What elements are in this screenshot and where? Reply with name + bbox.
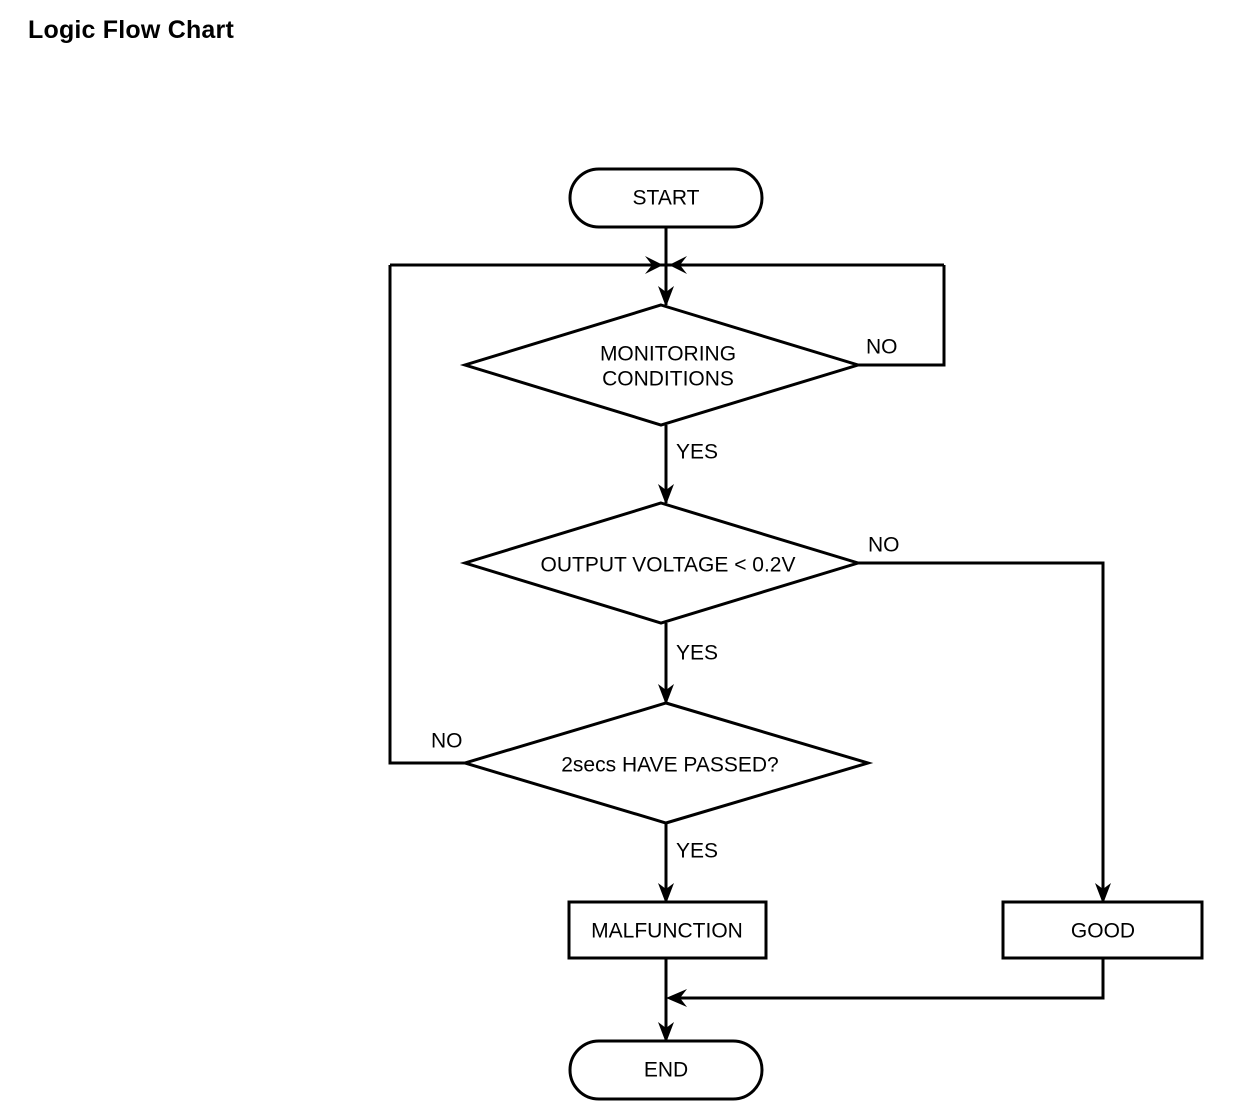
node-end[interactable]: END: [568, 1039, 764, 1101]
good-label: GOOD: [1071, 920, 1135, 943]
voltage-label: OUTPUT VOLTAGE < 0.2V: [541, 554, 796, 577]
arrowhead-into-good: [1095, 883, 1111, 904]
arrowhead-into-malfunction: [658, 883, 674, 904]
node-monitoring-conditions[interactable]: MONITORING CONDITIONS: [459, 303, 864, 427]
edge-monitoring-no: [858, 265, 946, 367]
node-output-voltage[interactable]: OUTPUT VOLTAGE < 0.2V: [459, 501, 864, 625]
arrowhead-into-timer: [658, 684, 674, 705]
arrowhead-junction-from-left: [645, 256, 663, 274]
malfunction-shape: [567, 900, 768, 960]
node-malfunction[interactable]: MALFUNCTION: [567, 900, 768, 960]
node-layer: START MONITORING CONDITIONS OUTPUT VOLTA…: [459, 167, 1204, 1101]
start-label: START: [633, 187, 700, 210]
arrowhead-into-end: [658, 1022, 674, 1043]
edge-voltage-no: [858, 561, 1105, 902]
node-good[interactable]: GOOD: [1001, 900, 1204, 960]
good-shape: [1001, 900, 1204, 960]
page-title: Logic Flow Chart: [28, 16, 234, 44]
edge-label-timer-yes: YES: [676, 840, 718, 863]
edge-label-monitoring-no: NO: [866, 336, 898, 359]
arrowhead-into-voltage: [658, 484, 674, 505]
node-timer-check[interactable]: 2secs HAVE PASSED?: [459, 701, 874, 825]
monitoring-label-line1: MONITORING: [600, 343, 736, 366]
edge-timer-no: [388, 265, 465, 765]
edge-label-layer: NO YES NO YES NO YES: [431, 336, 900, 863]
edge-label-voltage-no: NO: [868, 534, 900, 557]
arrowhead-junction-from-right: [669, 256, 687, 274]
arrowhead-merge-into-end-line: [666, 989, 687, 1007]
edge-good-to-end: [670, 958, 1105, 1000]
end-shape: [568, 1039, 764, 1101]
start-shape: [568, 167, 764, 229]
timer-diamond-shape: [459, 701, 874, 825]
end-label: END: [644, 1059, 688, 1082]
monitoring-diamond-shape: [459, 303, 864, 427]
node-start[interactable]: START: [568, 167, 764, 229]
edge-label-timer-no: NO: [431, 730, 463, 753]
malfunction-label: MALFUNCTION: [591, 920, 743, 943]
edge-label-voltage-yes: YES: [676, 642, 718, 665]
monitoring-label-line2: CONDITIONS: [602, 368, 734, 391]
connector-layer: [388, 227, 1111, 1043]
arrowhead-into-monitoring: [658, 286, 674, 307]
edge-label-monitoring-yes: YES: [676, 441, 718, 464]
voltage-diamond-shape: [459, 501, 864, 625]
timer-label: 2secs HAVE PASSED?: [561, 754, 778, 777]
